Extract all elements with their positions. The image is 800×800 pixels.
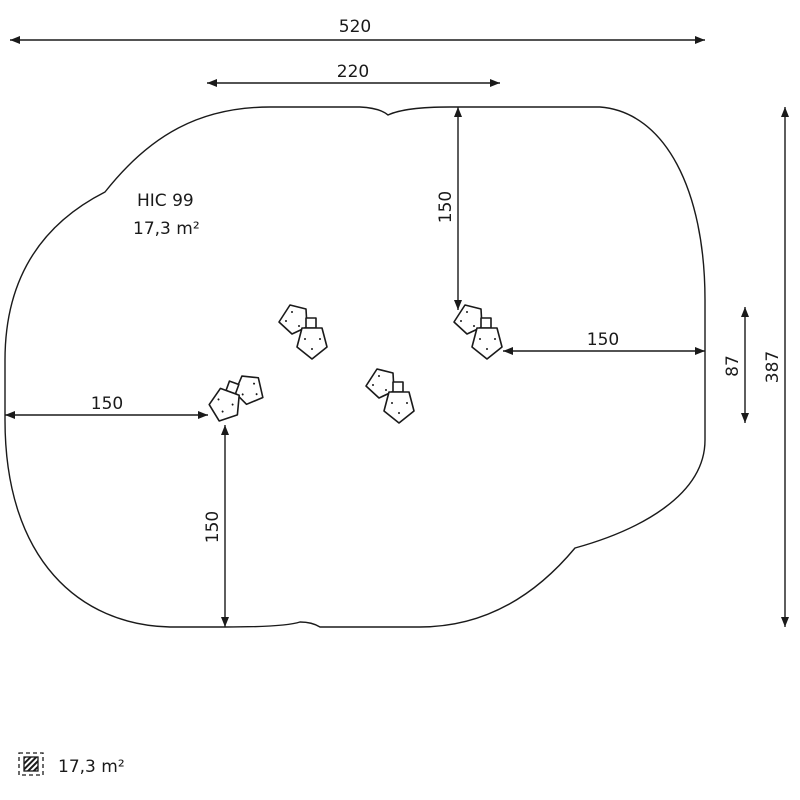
dim-overall-width: 520 [339, 17, 371, 37]
stepping-stones-2 [453, 304, 503, 360]
dim-left-vertical: 150 [203, 511, 223, 543]
dim-inner-width: 220 [337, 62, 369, 82]
safety-surface-outline [4, 106, 706, 628]
surface-area-label: 17,3 m² [133, 219, 200, 239]
stepping-stones-3 [204, 364, 270, 434]
hatched-surface-icon [18, 752, 44, 776]
dim-overall-depth: 387 [763, 351, 783, 383]
stepping-stones-4 [365, 368, 415, 424]
dim-top-right-horizontal: 150 [587, 330, 619, 350]
dim-left-horizontal: 150 [91, 394, 123, 414]
legend-area: 17,3 m² [58, 757, 125, 777]
surface-type-label: HIC 99 [137, 191, 194, 211]
dim-top-right-vertical: 150 [436, 191, 456, 223]
stepping-stones-1 [278, 304, 328, 360]
dim-right-offset: 87 [723, 355, 743, 377]
